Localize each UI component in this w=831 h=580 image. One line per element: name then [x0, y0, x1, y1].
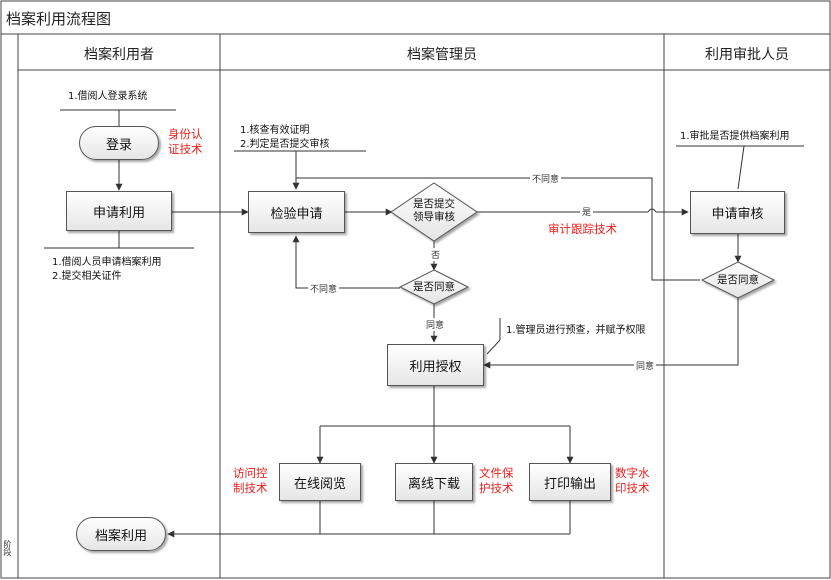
node-print[interactable]: 打印输出 — [529, 463, 611, 501]
note-login: 1.借阅人登录系统 — [68, 91, 148, 102]
node-end[interactable]: 档案利用 — [76, 517, 166, 551]
tech-audit: 审计跟踪技术 — [548, 222, 617, 236]
decision-submit-shape — [390, 182, 478, 242]
node-download[interactable]: 离线下载 — [395, 463, 473, 501]
edge-label-disagree-left: 不同意 — [308, 282, 340, 295]
edge-label-agree: 同意 — [425, 318, 446, 331]
node-authorize[interactable]: 利用授权 — [387, 344, 484, 386]
edge-agree-right — [483, 298, 739, 369]
edge-label-agree-right: 同意 — [634, 359, 657, 372]
node-verify[interactable]: 检验申请 — [248, 191, 345, 233]
node-approve-decision[interactable]: 是否同意 — [717, 274, 759, 286]
decision-approve-shape — [700, 261, 776, 299]
note-review: 1.审批是否提供档案利用 — [680, 131, 790, 142]
submit-decision-label: 是否提交领导审核 — [413, 198, 455, 223]
note-auth: 1.管理员进行预查，并赋予权限 — [506, 325, 646, 336]
tech-file-protect: 文件保护技术 — [479, 466, 514, 495]
side-label: 阶段 — [3, 540, 12, 556]
decision-agree-shape — [398, 269, 470, 305]
node-apply[interactable]: 申请利用 — [66, 191, 172, 231]
node-online[interactable]: 在线阅览 — [279, 463, 361, 501]
edge-disagree-back — [292, 235, 400, 289]
edge-label-no: 否 — [430, 248, 442, 261]
note-apply-2: 2.提交相关证件 — [52, 271, 122, 282]
note-verify-1: 1.核查有效证明 — [240, 125, 310, 136]
edge-label-yes: 是 — [580, 205, 594, 218]
lane-header-admin: 档案管理员 — [407, 47, 477, 63]
node-submit-decision[interactable]: 是否提交领导审核 — [398, 198, 470, 224]
edge-disagree-top — [296, 177, 700, 281]
note-apply-1: 1.借阅人员申请档案利用 — [52, 257, 162, 268]
tech-watermark: 数字水印技术 — [615, 466, 650, 495]
node-agree-decision[interactable]: 是否同意 — [413, 281, 455, 293]
tech-access: 访问控制技术 — [233, 466, 268, 495]
note-verify-2: 2.判定是否提交审核 — [240, 139, 330, 150]
node-login[interactable]: 登录 — [79, 126, 159, 160]
lane-header-approver: 利用审批人员 — [705, 47, 789, 63]
lane-header-user: 档案利用者 — [84, 47, 154, 63]
edge-label-disagree-top: 不同意 — [530, 172, 562, 185]
page-title: 档案利用流程图 — [6, 10, 112, 28]
node-review[interactable]: 申请审核 — [690, 191, 785, 234]
tech-identity: 身份认证技术 — [168, 127, 203, 156]
